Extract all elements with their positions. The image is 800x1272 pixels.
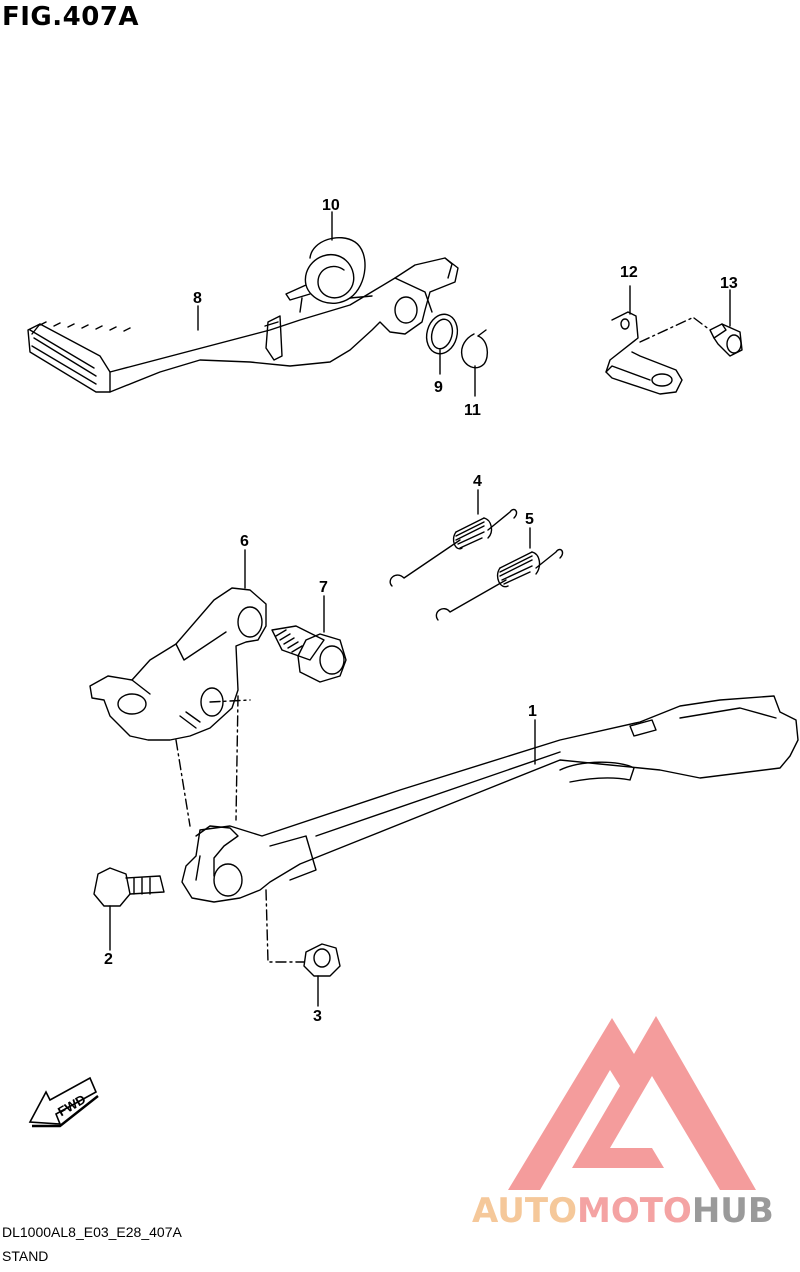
part-label-12: 12 [620,264,638,281]
svg-text:AUTOMOTOHUB: AUTOMOTOHUB [472,1191,774,1231]
bolt-part-7 [271,625,347,683]
watermark-moto: MOTO [577,1191,692,1231]
bracket-part-12 [605,311,683,395]
nut-part-3 [303,943,341,977]
brake-pedal-part-8 [27,257,459,393]
part-label-1: 1 [528,703,537,720]
circlip-part-11 [460,329,489,369]
fwd-arrow-icon: FWD [28,1076,99,1128]
part-labels: 1 2 3 4 5 6 7 8 9 10 11 12 13 [104,197,738,1025]
part-label-13: 13 [720,275,738,292]
torsion-spring-part-10 [285,237,373,313]
part-label-9: 9 [434,379,443,396]
part-label-3: 3 [313,1008,322,1025]
bolt-part-13 [709,323,743,357]
bolt-part-2 [93,867,165,907]
side-stand-part-1 [181,695,799,903]
part-label-2: 2 [104,951,113,968]
watermark-hub: HUB [692,1191,774,1231]
automotohub-triangle-logo [508,1016,756,1190]
part-label-5: 5 [525,511,534,528]
watermark-auto: AUTO [472,1191,577,1231]
figure-title: FIG.407A [2,2,140,32]
diagram-name: STAND [2,1248,49,1264]
part-label-8: 8 [193,290,202,307]
part-label-6: 6 [240,533,249,550]
watermark-text: AUTOMOTOHUB [472,1191,774,1231]
stand-bracket-part-6 [89,587,267,741]
part-label-7: 7 [319,579,328,596]
spring-part-4 [389,508,518,587]
part-label-4: 4 [473,473,482,490]
part-label-11: 11 [464,402,481,419]
washer-part-9 [425,313,459,355]
spring-part-5 [435,548,564,621]
part-label-10: 10 [322,197,340,214]
diagram-code: DL1000AL8_E03_E28_407A [2,1224,182,1240]
